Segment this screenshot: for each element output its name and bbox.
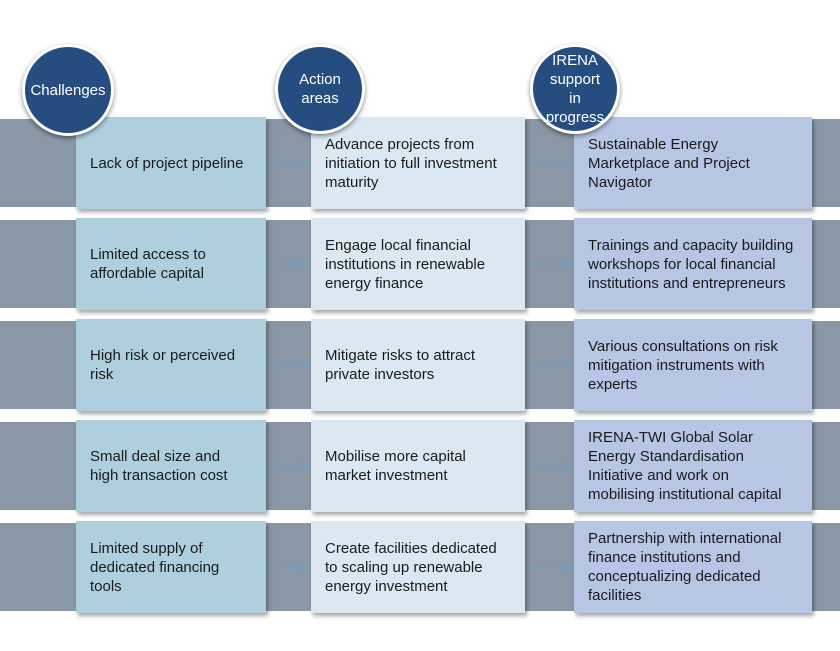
support-box-2: Trainings and capacity building workshop…: [574, 218, 812, 310]
support-box-1: Sustainable Energy Marketplace and Proje…: [574, 117, 812, 209]
action-box-5: Create facilities dedicated to scaling u…: [311, 521, 525, 613]
support-text-4: IRENA-TWI Global Solar Energy Standardis…: [588, 429, 782, 503]
action-text-1: Advance projects from initiation to full…: [325, 135, 497, 191]
action-text-3: Mitigate risks to attract private invest…: [325, 347, 476, 383]
challenge-text-3: High risk or perceived risk: [90, 347, 236, 383]
challenge-text-1: Lack of project pipeline: [90, 154, 244, 172]
action-text-4: Mobilise more capital market investment: [325, 448, 466, 484]
action-text-2: Engage local financial institutions in r…: [325, 236, 486, 292]
header-irena-support: IRENA support in progress: [530, 44, 620, 134]
challenge-text-2: Limited access to affordable capital: [90, 246, 206, 282]
action-box-3: Mitigate risks to attract private invest…: [311, 319, 525, 411]
challenge-text-5: Limited supply of dedicated financing to…: [90, 539, 220, 595]
challenge-box-5: Limited supply of dedicated financing to…: [76, 521, 266, 613]
challenge-text-4: Small deal size and high transaction cos…: [90, 448, 228, 484]
support-box-3: Various consultations on risk mitigation…: [574, 319, 812, 411]
action-box-2: Engage local financial institutions in r…: [311, 218, 525, 310]
header-irena-support-label: IRENA support in progress: [545, 52, 605, 126]
action-box-4: Mobilise more capital market investment: [311, 420, 525, 512]
challenge-box-4: Small deal size and high transaction cos…: [76, 420, 266, 512]
support-text-3: Various consultations on risk mitigation…: [588, 337, 778, 393]
support-text-2: Trainings and capacity building workshop…: [588, 236, 794, 292]
support-box-5: Partnership with international finance i…: [574, 521, 812, 613]
support-text-1: Sustainable Energy Marketplace and Proje…: [588, 135, 750, 191]
challenge-box-3: High risk or perceived risk: [76, 319, 266, 411]
action-text-5: Create facilities dedicated to scaling u…: [325, 539, 497, 595]
support-text-5: Partnership with international finance i…: [588, 530, 782, 604]
challenge-box-1: Lack of project pipeline: [76, 117, 266, 209]
support-box-4: IRENA-TWI Global Solar Energy Standardis…: [574, 420, 812, 512]
header-action-areas-label: Action areas: [299, 71, 341, 107]
header-action-areas: Action areas: [275, 44, 365, 134]
header-challenges: Challenges: [22, 44, 114, 136]
header-challenges-label: Challenges: [30, 81, 106, 99]
challenge-box-2: Limited access to affordable capital: [76, 218, 266, 310]
action-box-1: Advance projects from initiation to full…: [311, 117, 525, 209]
